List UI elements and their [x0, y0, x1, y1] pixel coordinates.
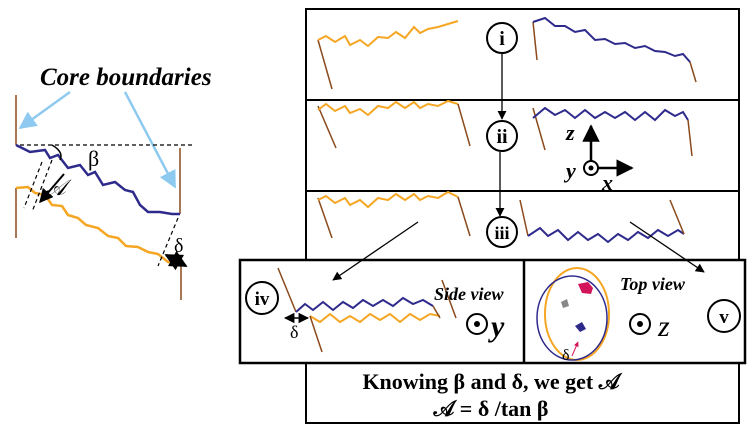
step-iv-label: iv [255, 289, 270, 310]
core-edge [317, 105, 337, 149]
orange-boundary-iv [309, 312, 441, 324]
step-v-badge [707, 299, 741, 333]
x-axis-label: x [601, 170, 613, 195]
navy-blob [575, 322, 586, 332]
core-edge [669, 199, 685, 235]
side-view-axis-dot [474, 321, 480, 327]
top-delta-label: δ [562, 347, 570, 364]
core-edge [317, 39, 333, 90]
guide-right [157, 217, 179, 267]
core-edge [277, 267, 297, 313]
z-axis-label: z [565, 120, 575, 145]
core-edge [309, 315, 323, 353]
core-edge [457, 103, 471, 147]
core-edge [441, 279, 457, 319]
core-edge [519, 199, 529, 237]
conclusion-block: Knowing β and δ, we get 𝒜 𝒜 = δ /tan β [362, 369, 622, 421]
step-ii-badge [486, 120, 518, 152]
navy-grain-outline [536, 275, 608, 361]
core-edge [687, 119, 693, 157]
step-ii-label: ii [496, 126, 508, 148]
top-view-panel: δ Top view z v [536, 267, 741, 364]
y-axis-label: y [563, 158, 576, 183]
step-iii-label: iii [494, 223, 509, 243]
bottom-row-frame [238, 258, 747, 365]
side-view-axis-label: y [488, 310, 505, 343]
core-edge [457, 196, 471, 237]
arrow-iii-to-v [629, 221, 705, 273]
delta-label: δ [174, 235, 183, 257]
step-i-section: i [317, 16, 697, 90]
top-view-axis-label: z [657, 310, 670, 343]
core-edge [689, 61, 697, 83]
lower-boundary-line [15, 185, 182, 267]
boundary-arrow-right [123, 91, 177, 189]
orange-boundary-iii [317, 190, 459, 209]
side-delta-label: δ [290, 322, 298, 342]
step-i-badge [486, 22, 518, 54]
upper-boundary-line [15, 143, 180, 216]
side-view-title: Side view [434, 284, 504, 304]
step-i-label: i [499, 28, 505, 50]
conclusion-line-2: 𝒜 = δ /tan β [432, 396, 548, 421]
delta-arrow [164, 250, 188, 271]
beta-arc [51, 144, 62, 161]
guide-left-a [31, 159, 53, 213]
step-ii-section: ii z y x [317, 99, 693, 195]
boundary-arrow-left [18, 90, 71, 130]
core-edge [317, 197, 333, 239]
orange-boundary-i [317, 20, 459, 48]
area-arrow [39, 173, 65, 204]
navy-boundary-iii [527, 226, 685, 244]
magenta-blob [578, 282, 593, 294]
navy-boundary-iv [295, 296, 434, 313]
top-delta-arrow [571, 341, 579, 357]
process-frame [238, 8, 747, 424]
top-view-title: Top view [620, 274, 686, 294]
area-label: 𝒜 [45, 175, 72, 200]
step-iii-section: iii [317, 190, 685, 248]
navy-boundary-i [532, 16, 691, 63]
left-panel: Core boundaries β 𝒜 δ [15, 64, 212, 300]
gray-blob [561, 299, 569, 308]
top-view-axis-dot [637, 321, 643, 327]
core-edge [532, 21, 538, 61]
beta-label: β [88, 146, 99, 171]
step-iii-badge [486, 216, 518, 248]
core-edge [532, 107, 546, 151]
step-v-label: v [719, 307, 729, 328]
side-view-panel: iv δ Side view y [245, 267, 505, 353]
core-boundaries-title: Core boundaries [40, 64, 212, 91]
core-edge [432, 305, 441, 319]
navy-boundary-ii [532, 106, 689, 122]
conclusion-line-1: Knowing β and δ, we get 𝒜 [362, 369, 622, 394]
arrow-iii-to-iv [332, 221, 419, 281]
outer-frame [305, 8, 740, 424]
guide-left-b [23, 161, 43, 209]
y-axis-dot [588, 165, 594, 171]
orange-boundary-ii [317, 99, 459, 117]
step-iv-badge [245, 281, 279, 315]
